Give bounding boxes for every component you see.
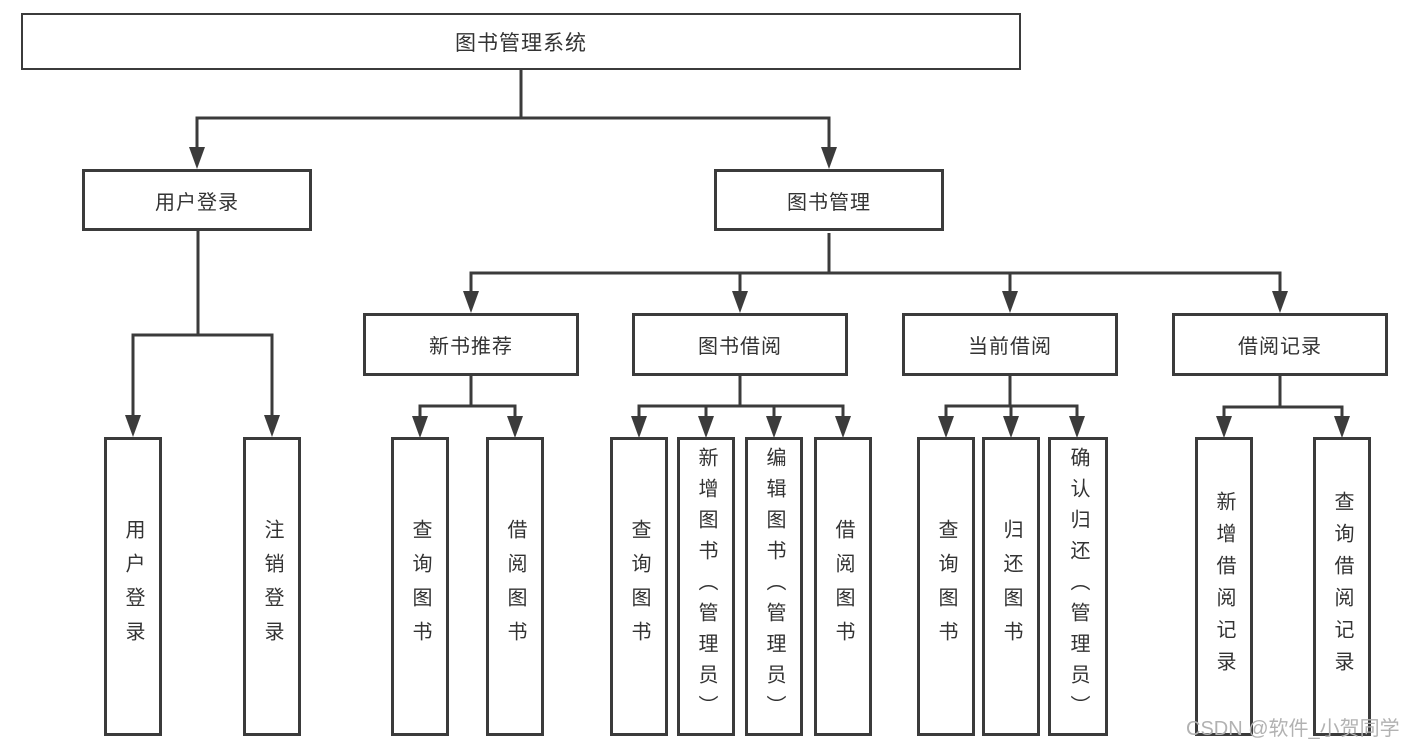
node-label: 图书管理 [787, 191, 871, 214]
node-label: 图书管理系统 [455, 31, 587, 55]
arrowhead [835, 416, 851, 438]
leaf-label: 新增借阅记录 [1213, 490, 1235, 683]
leaf-label: 借阅图书 [832, 518, 854, 655]
node-root-library-management-system: 图书管理系统 [21, 13, 1021, 70]
arrowheads [125, 147, 1350, 438]
connector-level1 [195, 70, 831, 148]
arrowhead [1216, 416, 1232, 438]
watermark-csdn: CSDN @软件_小贺同学 [1186, 718, 1400, 740]
node-borrowing-records: 借阅记录 [1172, 313, 1388, 376]
arrowhead [1003, 416, 1019, 438]
arrowhead [821, 147, 837, 169]
leaf-label: 确认归还（管理员） [1067, 447, 1089, 726]
arrowhead [1272, 291, 1288, 313]
leaf-label: 归还图书 [1000, 518, 1022, 655]
leaf-label: 新增图书（管理员） [695, 447, 717, 726]
leaf-add-books-admin: 新增图书（管理员） [677, 437, 735, 736]
arrowhead [938, 416, 954, 438]
leaf-label: 查询图书 [409, 518, 431, 655]
leaf-edit-books-admin: 编辑图书（管理员） [745, 437, 803, 736]
arrowhead [125, 415, 141, 437]
leaf-logout: 注销登录 [243, 437, 301, 736]
node-book-borrowing: 图书借阅 [632, 313, 848, 376]
node-label: 当前借阅 [968, 336, 1052, 358]
node-new-book-recommendation: 新书推荐 [363, 313, 579, 376]
node-current-borrowing: 当前借阅 [902, 313, 1118, 376]
leaf-label: 查询借阅记录 [1331, 490, 1353, 683]
connector-new-book [418, 376, 517, 416]
node-label: 用户登录 [155, 191, 239, 214]
connector-book-borrow [637, 376, 845, 416]
node-book-management: 图书管理 [714, 169, 944, 231]
arrowhead [732, 291, 748, 313]
arrowhead [412, 416, 428, 438]
leaf-add-borrow-record: 新增借阅记录 [1195, 437, 1253, 736]
leaf-label: 编辑图书（管理员） [763, 447, 785, 726]
arrowhead [1069, 416, 1085, 438]
arrowhead [1002, 291, 1018, 313]
arrowhead [631, 416, 647, 438]
leaf-query-books-recommend: 查询图书 [391, 437, 449, 736]
arrowhead [507, 416, 523, 438]
leaf-borrow-books: 借阅图书 [814, 437, 872, 736]
leaf-user-login: 用户登录 [104, 437, 162, 736]
leaf-label: 查询图书 [628, 518, 650, 655]
node-user-login: 用户登录 [82, 169, 312, 231]
leaf-label: 用户登录 [122, 518, 144, 655]
leaf-return-books: 归还图书 [982, 437, 1040, 736]
leaf-query-borrow-record: 查询借阅记录 [1313, 437, 1371, 736]
leaf-label: 注销登录 [261, 518, 283, 655]
connector-level2 [469, 233, 1282, 291]
leaf-borrow-books-recommend: 借阅图书 [486, 437, 544, 736]
arrowhead [264, 415, 280, 437]
connector-user-login [131, 231, 274, 415]
connector-current-borrow [944, 376, 1079, 416]
leaf-query-books-borrow: 查询图书 [610, 437, 668, 736]
arrowhead [1334, 416, 1350, 438]
node-label: 新书推荐 [429, 336, 513, 358]
leaf-label: 查询图书 [935, 518, 957, 655]
leaf-query-books-current: 查询图书 [917, 437, 975, 736]
node-label: 借阅记录 [1238, 336, 1322, 358]
arrowhead [766, 416, 782, 438]
arrowhead [698, 416, 714, 438]
connector-borrow-record [1222, 376, 1344, 416]
node-label: 图书借阅 [698, 336, 782, 358]
leaf-confirm-return-admin: 确认归还（管理员） [1048, 437, 1108, 736]
arrowhead [189, 147, 205, 169]
leaf-label: 借阅图书 [504, 518, 526, 655]
arrowhead [463, 291, 479, 313]
